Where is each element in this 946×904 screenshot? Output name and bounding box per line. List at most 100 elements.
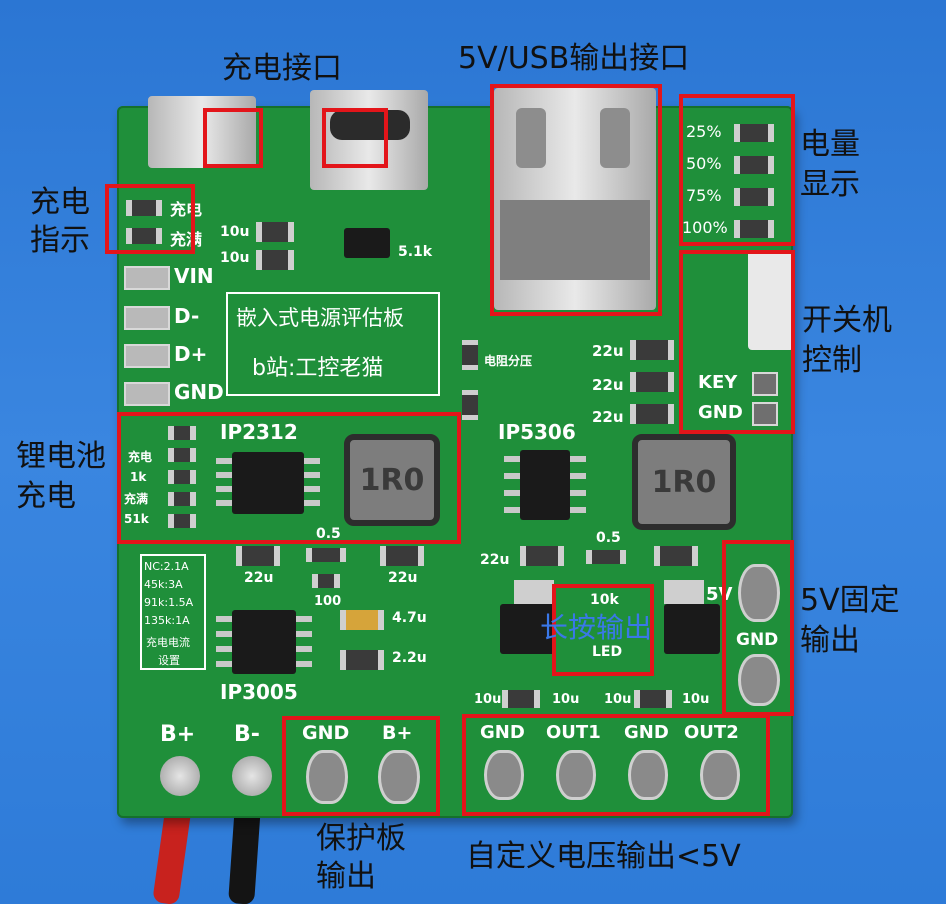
res-05-right (586, 550, 626, 564)
level-led-50 (734, 156, 774, 174)
label-li-charge-2: 充电 (16, 479, 76, 514)
silk-ip3005: IP3005 (220, 680, 298, 704)
charge-current-row-5: 充电电流 (146, 636, 190, 649)
cap-10u-bottom-b (634, 690, 672, 708)
silk-ip2312: IP2312 (220, 420, 298, 444)
silk-d-minus: D- (174, 304, 200, 328)
prot-bplus-pad (378, 750, 420, 804)
ip5306-chip (520, 450, 570, 520)
silk-full-small: 充满 (124, 492, 149, 506)
silk-out1: OUT1 (546, 722, 601, 743)
cap-22u-r3 (630, 404, 674, 424)
silk-22u-r1: 22u (592, 342, 624, 360)
ip5306-pins-left (504, 456, 520, 514)
cap-22u-r2 (630, 372, 674, 392)
divider-resistor-1 (462, 340, 478, 370)
charge-res-4 (168, 492, 196, 506)
switch-connector (748, 250, 794, 350)
ip3005-chip (232, 610, 296, 674)
label-long-press: 长按输出 (540, 611, 653, 644)
key-pad (752, 372, 778, 396)
d-minus-pad (124, 306, 170, 330)
silk-22u-left: 22u (244, 570, 274, 586)
silk-prot-gnd: GND (302, 722, 350, 744)
box-usb-output (490, 84, 662, 316)
silk-ip5306: IP5306 (498, 420, 576, 444)
ip2312-pins-right (304, 458, 320, 508)
silk-out-gnd1: GND (480, 722, 525, 743)
charge-res-5 (168, 514, 196, 528)
inductor-1: 1R0 (344, 434, 440, 526)
ip2312-pins-left (216, 458, 232, 508)
charge-current-row-2: 45k:3A (144, 578, 183, 591)
silk-level-75: 75% (686, 186, 722, 205)
silk-10u-a: 10u (220, 224, 250, 240)
label-charge-indicator-1: 充电 (30, 185, 90, 220)
silk-10u-bottom4: 10u (682, 692, 710, 707)
out2-pad (700, 750, 740, 800)
fixed-5v-pad (738, 564, 780, 622)
silk-vin: VIN (174, 264, 214, 288)
res-05-left (306, 548, 346, 562)
silk-51k-small: 51k (124, 512, 149, 526)
silk-gnd: GND (174, 380, 224, 404)
level-led-75 (734, 188, 774, 206)
charge-res-1 (168, 426, 196, 440)
b-minus-solder (232, 756, 272, 796)
silk-10u-b: 10u (220, 250, 250, 266)
charge-current-row-1: NC:2.1A (144, 560, 189, 573)
silk-level-50: 50% (686, 154, 722, 173)
silk-10u-bottom1: 10u (474, 692, 502, 707)
usb-a-slot-right (600, 108, 630, 168)
charge-current-row-6: 设置 (158, 654, 180, 667)
cap-22u-right (654, 546, 698, 566)
silk-1k: 1k (130, 470, 147, 484)
silk-key-gnd: GND (698, 402, 743, 423)
cap-22u-mid (380, 546, 424, 566)
cap-10u-bottom-a (502, 690, 540, 708)
cap-22u-small (340, 650, 384, 670)
charge-res-3 (168, 470, 196, 484)
regulator-right (664, 604, 720, 654)
silk-47u: 4.7u (392, 610, 427, 626)
gnd-pad (124, 382, 170, 406)
usb-a-slot-left (516, 108, 546, 168)
cap-10u-b (256, 250, 294, 270)
silk-05-left: 0.5 (316, 526, 341, 542)
board-author: b站:工控老猫 (252, 356, 384, 381)
charge-current-row-3: 91k:1.5A (144, 596, 194, 609)
label-battery-level-2: 显示 (800, 167, 860, 202)
box-charge-indicator (105, 184, 195, 254)
level-led-25 (734, 124, 774, 142)
silk-out2: OUT2 (684, 722, 739, 743)
cap-22u-r1 (630, 340, 674, 360)
label-power-switch-2: 控制 (802, 343, 862, 378)
board-title: 嵌入式电源评估板 (236, 306, 404, 330)
charge-led (126, 200, 162, 216)
silk-22u-r3: 22u (592, 408, 624, 426)
silk-led: LED (592, 644, 623, 660)
silk-prot-bplus: B+ (382, 722, 413, 744)
out1-pad (556, 750, 596, 800)
label-custom-output: 自定义电压输出<5V (466, 839, 741, 874)
box-li-charge (117, 412, 461, 544)
regulator-tab-right (664, 580, 704, 604)
ip3005-pins-right (296, 616, 312, 668)
box-protection-output (282, 716, 440, 816)
label-charge-indicator-2: 指示 (30, 223, 90, 258)
box-fixed-5v (722, 540, 794, 716)
label-fixed-5v-2: 输出 (800, 623, 860, 658)
silk-level-100: 100% (682, 218, 728, 237)
label-charge-port: 充电接口 (222, 51, 342, 86)
silk-100: 100 (314, 594, 342, 609)
label-protection-out-2: 输出 (316, 859, 376, 894)
silk-22u-small: 2.2u (392, 650, 427, 666)
ip3005-pins-left (216, 616, 232, 668)
regulator-left (500, 604, 556, 654)
silk-divider: 电阻分压 (484, 354, 533, 368)
charge-current-row-4: 135k:1A (144, 614, 190, 627)
label-protection-out-1: 保护板 (316, 821, 406, 856)
label-battery-level-1: 电量 (800, 127, 860, 162)
box-battery-level (679, 94, 795, 246)
